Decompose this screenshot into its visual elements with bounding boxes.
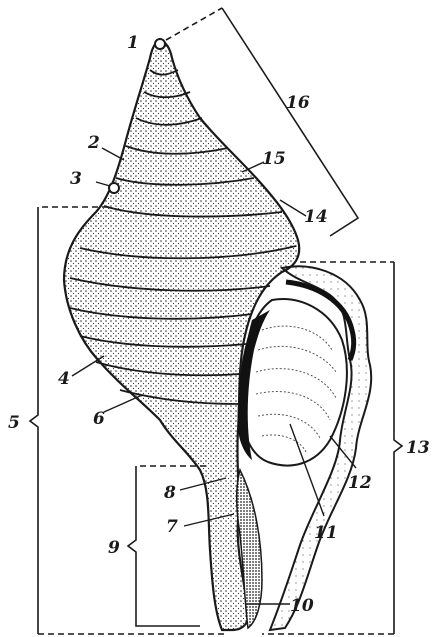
bracket-16-dashed — [166, 8, 222, 40]
label-2: 2 — [87, 133, 100, 153]
label-3: 3 — [70, 169, 82, 189]
label-11: 11 — [314, 523, 338, 543]
label-1: 1 — [127, 33, 139, 53]
bracket-13 — [394, 262, 402, 634]
label-8: 8 — [163, 483, 176, 503]
bracket-5 — [30, 207, 38, 634]
label-16: 16 — [286, 93, 310, 113]
label-13: 13 — [406, 438, 430, 458]
label-9: 9 — [108, 538, 120, 558]
label-15: 15 — [262, 149, 286, 169]
label-12: 12 — [348, 473, 372, 493]
label-4: 4 — [58, 369, 70, 389]
label-14: 14 — [304, 207, 328, 227]
spire-knob — [109, 183, 119, 193]
label-7: 7 — [166, 517, 178, 537]
label-5: 5 — [8, 413, 20, 433]
label-6: 6 — [93, 409, 105, 429]
label-10: 10 — [290, 596, 314, 616]
apex-knob — [155, 39, 165, 49]
